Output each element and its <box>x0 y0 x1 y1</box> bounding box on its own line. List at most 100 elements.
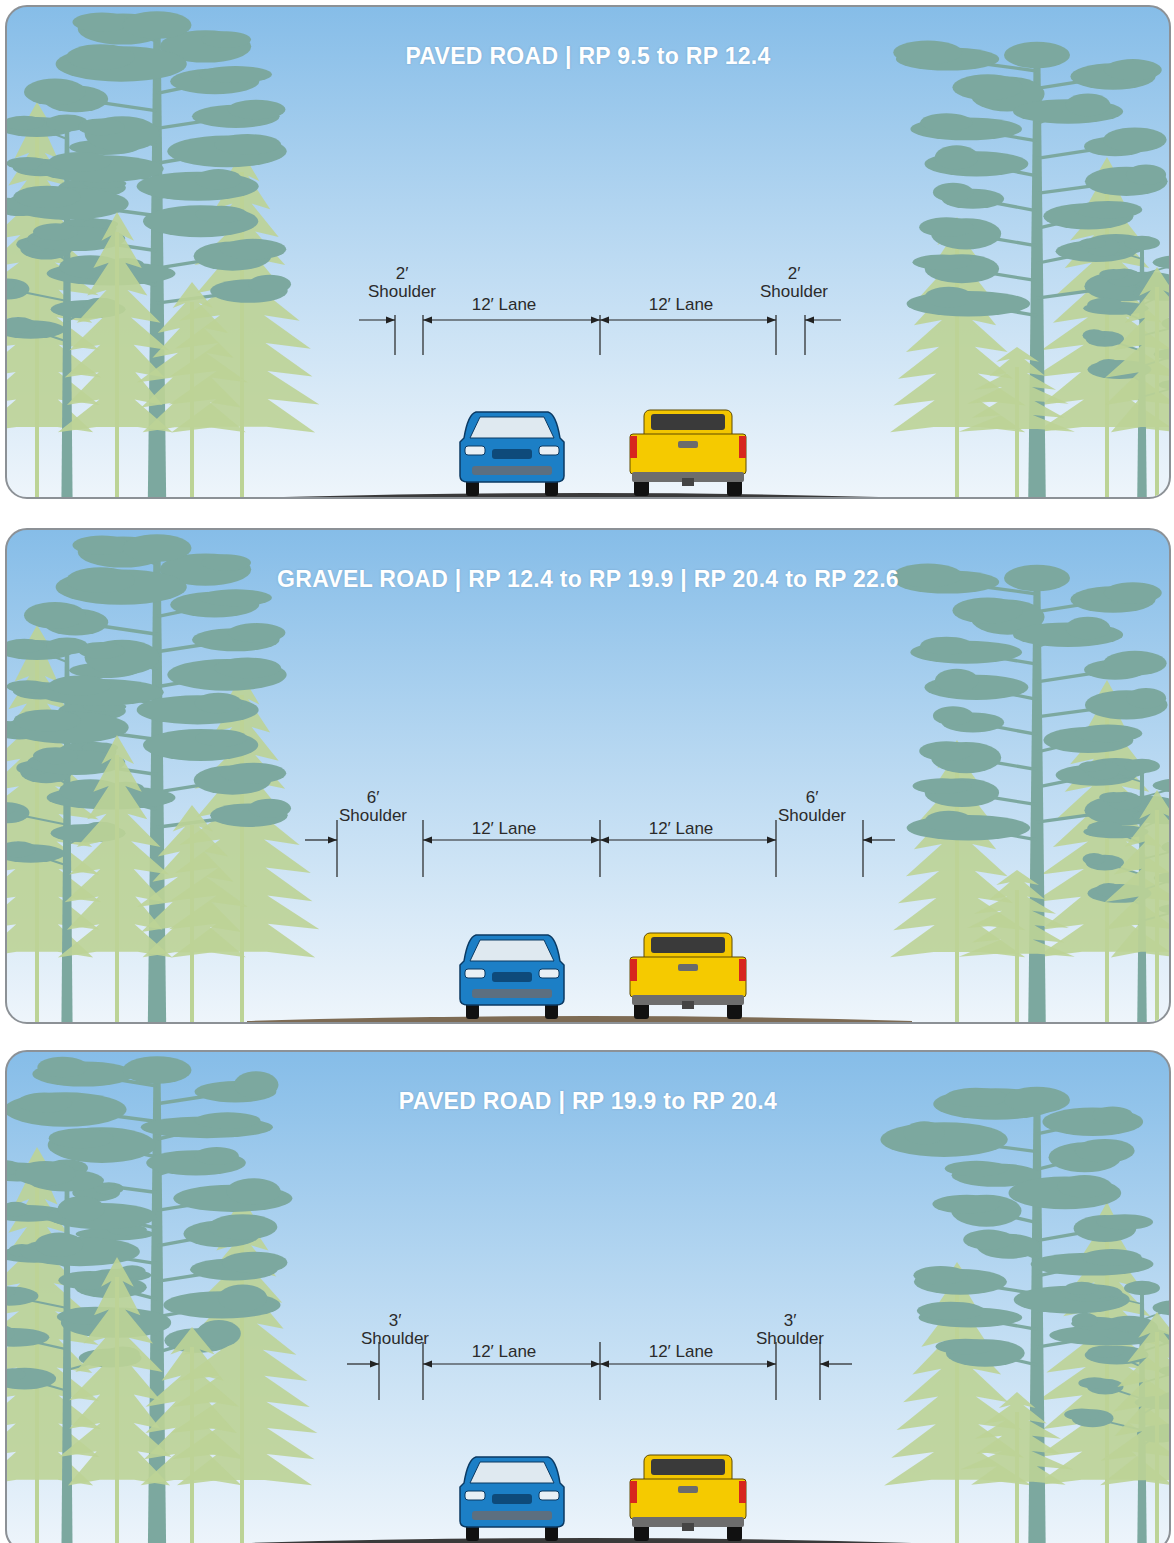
dimension-label: 12′ Lane <box>621 1343 741 1361</box>
car-headlight <box>539 446 559 455</box>
panel-heading: PAVED ROAD | RP 9.5 to RP 12.4 <box>7 43 1169 70</box>
pine-foliage <box>880 1122 1007 1157</box>
pine-foliage <box>248 799 291 818</box>
car-bumper <box>472 1511 552 1520</box>
pine-foliage <box>195 1112 261 1128</box>
truck-hitch <box>682 478 694 486</box>
car-body <box>460 1457 564 1527</box>
pine-crown <box>123 1056 192 1084</box>
pine-foliage <box>1079 761 1106 771</box>
pine-foliage <box>143 729 258 761</box>
pine-tree <box>1079 759 1171 1024</box>
spruce-foliage <box>1105 267 1171 432</box>
pine-foliage <box>1065 93 1110 116</box>
pine-foliage <box>933 706 973 725</box>
cross-section-illustration <box>7 7 1171 499</box>
pine-foliage <box>1057 1175 1112 1197</box>
shoulder-dimension <box>347 1363 379 1364</box>
pine-foliage <box>1126 164 1166 185</box>
pine-foliage <box>1083 329 1106 341</box>
car-headlight <box>465 969 485 978</box>
pine-foliage <box>195 1147 239 1165</box>
dimension-label: 2′ Shoulder <box>362 265 442 301</box>
pine-foliage <box>72 535 131 554</box>
car-bumper <box>472 466 552 475</box>
car-headlight <box>539 969 559 978</box>
pine-foliage <box>1074 725 1142 743</box>
pine-foliage <box>7 1285 15 1298</box>
pine-foliage <box>1153 1300 1171 1315</box>
spruce-tree <box>1105 790 1171 1024</box>
pine-crown <box>123 11 192 39</box>
pine-foliage <box>234 1071 279 1098</box>
pine-tree <box>7 11 291 499</box>
pine-foliage <box>952 74 1022 100</box>
dimension-tick <box>599 1342 600 1400</box>
car-headlight <box>465 1491 485 1500</box>
pine-tree <box>893 40 1171 499</box>
pine-foliage <box>919 741 973 761</box>
trees <box>7 1056 1171 1543</box>
truck-hitch <box>682 1001 694 1009</box>
truck-hitch <box>682 1523 694 1531</box>
spruce-foliage <box>959 347 1075 432</box>
pine-foliage <box>49 675 111 695</box>
pine-foliage <box>920 637 972 655</box>
pine-foliage <box>24 79 86 106</box>
spruce-tree <box>1105 267 1171 499</box>
pine-crown <box>1124 759 1160 773</box>
truck-taillight <box>630 1481 637 1503</box>
spruce-tree <box>960 1392 1073 1543</box>
spruce-tree <box>959 870 1075 1024</box>
pine-foliage <box>37 1057 88 1078</box>
pine-foliage <box>1092 1106 1133 1124</box>
road-surface <box>247 1538 912 1543</box>
pine-foliage <box>1079 238 1106 248</box>
dimension-label: 2′ Shoulder <box>754 265 834 301</box>
pine-foliage <box>78 642 125 659</box>
car-headlight <box>539 1491 559 1500</box>
pine-foliage <box>1074 201 1142 219</box>
pine-foliage <box>1104 582 1162 604</box>
truck-handle <box>678 964 698 971</box>
dimension-lines <box>359 315 841 355</box>
pine-foliage <box>24 602 86 629</box>
pine-tree <box>1079 236 1171 499</box>
pine-foliage <box>7 1368 56 1390</box>
truck-taillight <box>739 959 746 981</box>
pine-foliage <box>7 802 15 816</box>
pine-foliage <box>13 709 80 731</box>
pine-foliage <box>1126 688 1166 709</box>
pine-foliage <box>1083 853 1106 865</box>
panel-heading: GRAVEL ROAD | RP 12.4 to RP 19.9 | RP 20… <box>7 566 1169 593</box>
panel-heading: PAVED ROAD | RP 19.9 to RP 20.4 <box>7 1088 1169 1115</box>
pine-foliage <box>226 1178 280 1204</box>
pine-foliage <box>66 44 135 70</box>
spruce-tree <box>137 805 248 1024</box>
car-body <box>460 935 564 1005</box>
dimension-tick <box>378 1342 379 1400</box>
car-grille <box>492 1494 532 1504</box>
pine-foliage <box>935 669 979 693</box>
car-headlight <box>465 446 485 455</box>
pine-foliage <box>195 206 247 223</box>
pine-foliage <box>1064 1282 1098 1295</box>
dimension-tick <box>775 820 776 877</box>
pine-foliage <box>1104 59 1162 81</box>
truck-taillight <box>630 436 637 458</box>
pine-foliage <box>13 186 80 208</box>
pine-foliage <box>893 40 962 64</box>
pine-foliage <box>72 12 131 31</box>
pine-foliage <box>913 254 972 269</box>
cross-section-panel: PAVED ROAD | RP 19.9 to RP 20.4 <box>5 1050 1171 1543</box>
trees <box>7 11 1171 499</box>
car-grille <box>492 972 532 982</box>
pine-foliage <box>248 275 291 294</box>
pine-foliage <box>935 145 979 169</box>
pine-foliage <box>66 567 135 593</box>
pine-foliage <box>952 598 1022 624</box>
pine-foliage <box>1087 821 1123 835</box>
shoulder-dimension <box>359 319 395 320</box>
spruce-foliage <box>1105 790 1171 957</box>
yellow-truck <box>630 1455 746 1541</box>
